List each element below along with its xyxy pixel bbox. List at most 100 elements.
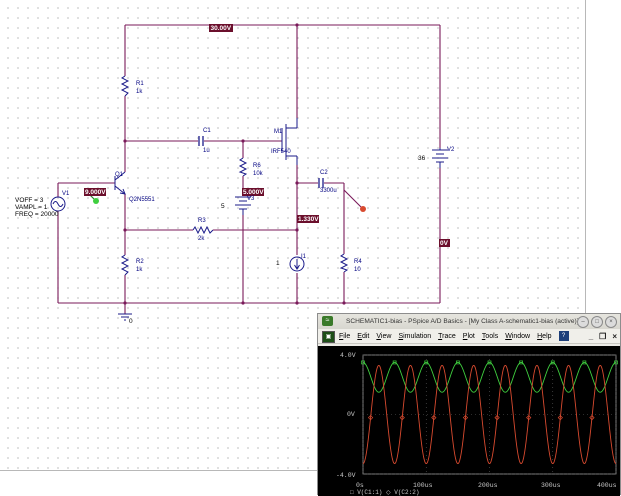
i1-current-source (289, 256, 305, 272)
q1-value: Q2N5551 (129, 197, 155, 203)
m1-mosfet-symbol (281, 118, 298, 165)
doc-minimize-icon[interactable]: _ (588, 332, 594, 341)
menu-tools[interactable]: Tools (481, 333, 499, 340)
y-tick-top: 4.0V (340, 352, 356, 359)
q1-transistor-symbol (114, 171, 126, 195)
menu-edit[interactable]: Edit (357, 333, 370, 340)
green-probe[interactable] (93, 198, 99, 204)
tag-0v-text: 0V (440, 240, 449, 247)
pane-divider-vertical[interactable] (585, 0, 586, 470)
y-tick-bottom: -4.0V (336, 472, 356, 479)
r3-name: R3 (198, 218, 206, 224)
x-tick-1: 100us (413, 482, 433, 489)
minimize-window-button[interactable]: – (577, 316, 589, 328)
document-icon[interactable]: ▣ (322, 331, 335, 343)
r6-value: 10k (253, 171, 264, 177)
tag-9v-text: 9.000V (85, 189, 106, 196)
ground-label: 0 (129, 318, 133, 325)
trace-marker (456, 360, 460, 365)
r4-value: 10 (354, 267, 361, 273)
y-tick-mid: 0V (347, 411, 355, 418)
waveform-svg (361, 354, 618, 475)
trace-marker (614, 360, 618, 365)
junction-dots (123, 23, 346, 305)
component-labels: R1 1k R2 1k R3 2k R4 10 R6 10k C1 1u C2 … (15, 81, 455, 325)
capacitor-symbols (198, 136, 324, 188)
help-context-icon[interactable]: ? (558, 331, 569, 341)
pspice-titlebar[interactable]: ≈ SCHEMATIC1-bias - PSpice A/D Basics - … (318, 314, 620, 329)
trace-v-c1-1- (362, 361, 617, 393)
trace-marker (494, 414, 500, 421)
tag-1v33 (297, 215, 319, 223)
wires (57, 24, 441, 314)
trace-marker (399, 414, 405, 421)
trace-marker (392, 360, 397, 365)
trace-v-c2-2- (362, 364, 617, 465)
trace-marker (367, 414, 374, 421)
trace-marker (519, 360, 523, 365)
trace-legend: □ V(C1:1) ◇ V(C2:2) (350, 489, 420, 496)
i1-value: 1 (276, 260, 280, 267)
trace-marker (361, 360, 365, 365)
x-tick-4: 400us (597, 482, 617, 489)
trace-marker (557, 414, 563, 421)
waveform-plot[interactable]: 4.0V 0V -4.0V 0s 100us 200us 300us 400us… (318, 346, 620, 496)
pspice-app-icon: ≈ (322, 316, 333, 326)
v1-voff: VOFF = 3 (15, 197, 44, 204)
net-voltage-tags: 30.00V 9.000V 5.000V 1.330V 0V (84, 24, 450, 247)
resistor-symbols (120, 75, 349, 276)
pane-divider-horizontal (0, 470, 320, 471)
m1-value: IRF540 (271, 149, 291, 155)
v2-name: V2 (447, 147, 455, 153)
schematic-drawing: 30.00V 9.000V 5.000V 1.330V 0V R1 1k R2 … (15, 23, 455, 325)
r1-value: 1k (136, 89, 143, 95)
tag-30v-text: 30.00V (211, 25, 232, 32)
tag-5v (242, 188, 264, 196)
tag-5v-text: 5.000V (243, 189, 264, 196)
menu-window[interactable]: Window (505, 333, 531, 340)
trace-marker (589, 414, 595, 421)
pspice-window[interactable]: ≈ SCHEMATIC1-bias - PSpice A/D Basics - … (317, 313, 621, 496)
menu-plot[interactable]: Plot (462, 333, 475, 340)
c1-name: C1 (203, 128, 211, 134)
v2-battery-symbol (432, 148, 448, 168)
x-tick-0: 0s (356, 482, 364, 489)
menu-trace[interactable]: Trace (438, 333, 456, 340)
pspice-title: SCHEMATIC1-bias - PSpice A/D Basics - [M… (346, 318, 579, 325)
x-tick-3: 300us (541, 482, 561, 489)
q1-name: Q1 (115, 172, 124, 178)
menu-simulation[interactable]: Simulation (398, 333, 432, 340)
v1-freq: FREQ = 20000 (15, 211, 59, 218)
r4-name: R4 (354, 259, 362, 265)
close-window-button[interactable]: × (605, 316, 617, 328)
red-probe[interactable] (360, 206, 366, 212)
menu-file[interactable]: File (339, 333, 351, 340)
c1-value: 1u (203, 148, 210, 154)
x-tick-2: 200us (478, 482, 498, 489)
v2-value: 36 (418, 155, 426, 162)
ground-symbol (118, 313, 132, 321)
trace-marker (582, 360, 587, 365)
doc-restore-icon[interactable]: ❐ (599, 332, 607, 341)
r2-value: 1k (136, 267, 143, 273)
r3-value: 2k (198, 236, 205, 242)
doc-close-icon[interactable]: × (612, 332, 617, 341)
trace-marker (487, 360, 492, 365)
tag-1v33-text: 1.330V (298, 216, 319, 223)
trace-marker (526, 414, 532, 421)
pspice-menubar: ▣ File Edit View Simulation Trace Plot T… (318, 329, 620, 344)
menu-view[interactable]: View (376, 333, 392, 340)
m1-name: M1 (274, 129, 283, 135)
tag-30v (209, 24, 233, 32)
maximize-window-button[interactable]: □ (591, 316, 603, 328)
i1-name: I1 (301, 254, 307, 260)
r1-name: R1 (136, 81, 144, 87)
v3-value: 5 (221, 203, 225, 210)
tag-9v (84, 188, 106, 196)
v1-name: V1 (62, 191, 70, 197)
schematic-canvas[interactable]: 30.00V 9.000V 5.000V 1.330V 0V R1 1k R2 … (0, 0, 585, 470)
trace-marker (462, 414, 469, 421)
trace-marker (431, 414, 437, 421)
menu-help[interactable]: Help (537, 333, 552, 340)
v3-battery-symbol (235, 196, 251, 215)
